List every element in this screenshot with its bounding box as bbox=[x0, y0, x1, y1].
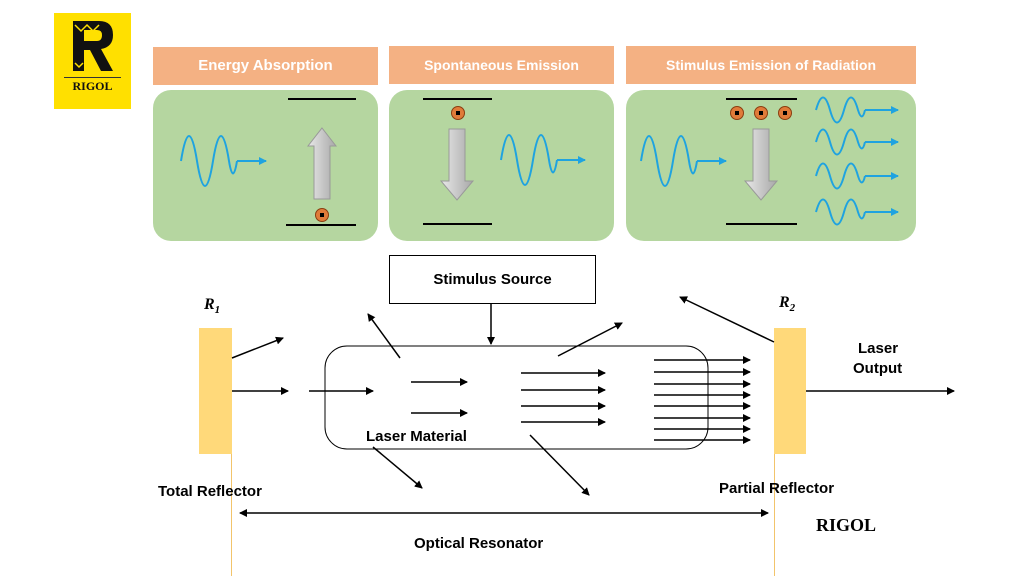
optical-resonator-label: Optical Resonator bbox=[414, 535, 544, 552]
partial-reflector-mirror bbox=[774, 328, 806, 454]
beam-arrow bbox=[231, 336, 284, 359]
r1-label: R1 bbox=[204, 296, 221, 317]
total-reflector-guide bbox=[231, 454, 232, 576]
laser-material-chamber bbox=[324, 345, 709, 450]
logo-text: RIGOL bbox=[72, 79, 113, 93]
partial-reflector-guide bbox=[774, 454, 775, 576]
laser-output-label-line1: Laser bbox=[858, 340, 899, 357]
laser-output-label-line2: Output bbox=[853, 360, 903, 377]
total-reflector-mirror bbox=[199, 328, 232, 454]
beam-arrow bbox=[529, 434, 590, 496]
stimulus-source-box: Stimulus Source bbox=[389, 255, 596, 304]
amplified-waves bbox=[815, 96, 899, 226]
r2-label: R2 bbox=[779, 294, 796, 315]
amplified-beam-arrows bbox=[654, 356, 751, 444]
partial-reflector-label: Partial Reflector bbox=[719, 480, 835, 497]
up-arrow-icon bbox=[306, 127, 338, 200]
laser-material-label: Laser Material bbox=[366, 428, 467, 445]
rigol-logo: RIGOL bbox=[54, 13, 131, 109]
photon-wave-incoming bbox=[180, 135, 238, 187]
photon-wave-emitted bbox=[500, 134, 558, 186]
logo-divider bbox=[64, 77, 121, 78]
down-arrow-icon bbox=[439, 128, 475, 201]
panel-spontaneous-emission bbox=[389, 90, 614, 241]
panel-energy-absorption bbox=[153, 90, 378, 241]
down-arrow-icon bbox=[743, 128, 779, 201]
total-reflector-label: Total Reflector bbox=[158, 483, 262, 500]
photon-wave-incoming bbox=[640, 135, 698, 187]
beam-arrow bbox=[679, 296, 775, 343]
rigol-r-mark-icon bbox=[73, 21, 113, 71]
header-spontaneous-emission: Spontaneous Emission bbox=[389, 46, 614, 84]
brand-wordmark: RIGOL bbox=[816, 515, 877, 535]
beam-arrow bbox=[367, 313, 401, 359]
beam-arrow bbox=[557, 322, 623, 357]
header-energy-absorption: Energy Absorption bbox=[153, 47, 378, 85]
panel-stimulus-emission bbox=[626, 90, 916, 241]
header-stimulus-emission: Stimulus Emission of Radiation bbox=[626, 46, 916, 84]
beam-arrow bbox=[372, 446, 423, 489]
